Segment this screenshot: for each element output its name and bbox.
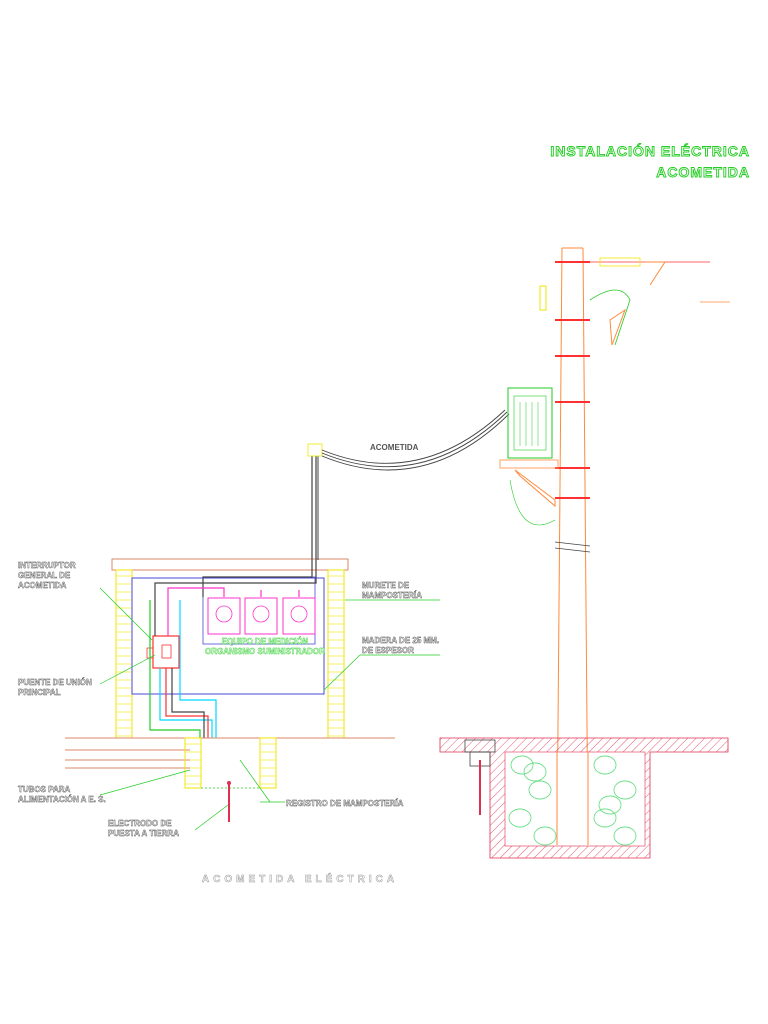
meter-3 — [282, 597, 316, 635]
label-tubos-2: ALIMENTACIÓN A E. S. — [18, 795, 106, 804]
drawing-subtitle: ACOMETIDA — [656, 164, 750, 180]
leader-lines — [99, 587, 440, 831]
label-equipo-2: ORGANISMO SUMINISTRADOR — [205, 647, 325, 656]
internal-wiring — [149, 456, 317, 738]
label-murete-1: MURETE DE — [362, 581, 410, 590]
label-murete-2: MAMPOSTERÍA — [362, 591, 422, 600]
top-slab — [111, 558, 349, 571]
wood-board — [131, 577, 325, 695]
label-madera-1: MADERA DE 25 MM. — [362, 636, 439, 645]
insulator-icon — [599, 257, 641, 267]
excavation — [439, 737, 729, 859]
drawing-title: INSTALACIÓN ELÉCTRICA — [550, 142, 750, 159]
right-wall — [327, 569, 345, 739]
label-interruptor-2: GENERAL DE — [18, 571, 71, 580]
conduit-tubes — [65, 749, 190, 769]
meter-1 — [207, 597, 241, 635]
bracket-icon — [514, 469, 556, 508]
meter-2 — [244, 597, 278, 635]
label-interruptor-3: ACOMETIDA — [18, 581, 67, 590]
label-registro: REGISTRO DE MAMPOSTERÍA — [286, 799, 404, 808]
masonry-structure — [65, 443, 395, 822]
cutout-fuse-icon — [539, 285, 547, 311]
label-interruptor-1: INTERRUPTOR — [18, 561, 76, 570]
label-puente-1: PUENTE DE UNIÓN — [18, 678, 92, 687]
drawing-caption: ACOMETIDA ELÉCTRICA — [202, 872, 398, 885]
label-tubos-1: TUBOS PARA — [18, 785, 71, 794]
label-electrodo-1: ELECTRODO DE — [108, 819, 172, 828]
ground-electrode-icon — [227, 781, 231, 822]
transformer-icon — [499, 387, 559, 469]
arrester-icon — [609, 308, 627, 346]
label-madera-2: DE ESPESOR — [362, 646, 414, 655]
left-wall — [115, 569, 133, 739]
label-acometida: ACOMETIDA — [370, 443, 419, 452]
label-electrodo-2: PUESTA A TIERRA — [108, 829, 179, 838]
register-right-wall — [259, 737, 277, 789]
service-drop-cable — [321, 409, 510, 471]
label-puente-2: PRINCIPAL — [18, 688, 61, 697]
weatherhead-icon — [307, 443, 323, 457]
register-left-wall — [184, 737, 202, 789]
main-breaker — [146, 635, 180, 669]
label-equipo-1: EQUIPO DE MEDICIÓN — [222, 637, 309, 646]
